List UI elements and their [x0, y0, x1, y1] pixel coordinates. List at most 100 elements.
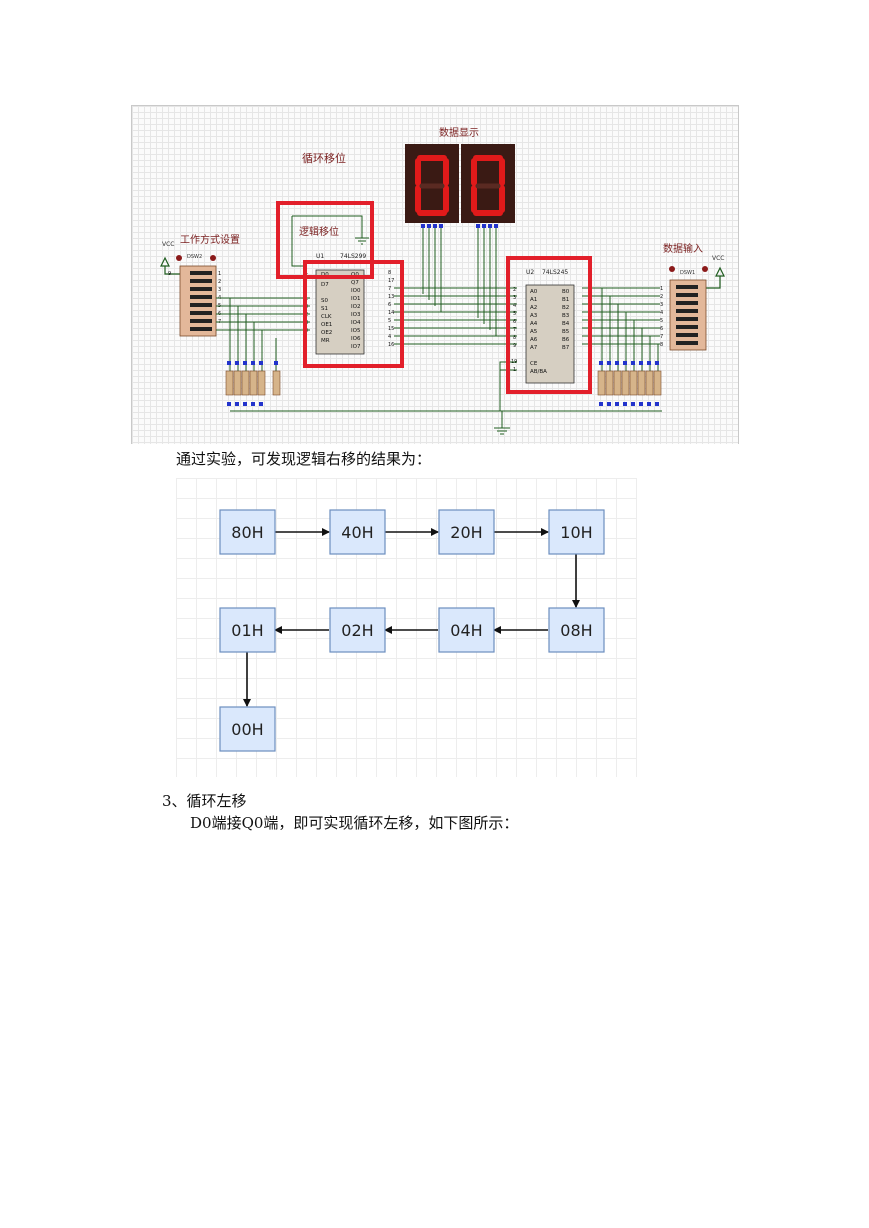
u1-pin-label: IO2: [351, 304, 360, 310]
u1-pin-label: IO4: [351, 320, 361, 326]
u2-pin-number: 9: [513, 343, 516, 349]
ground-icon-top: [292, 215, 369, 245]
flow-node: 01H: [219, 607, 276, 653]
mode-setting-label: 工作方式设置: [180, 233, 240, 246]
u1-pin-label: IO6: [351, 336, 361, 342]
flow-node: 40H: [329, 509, 386, 555]
resistor-bank-left: [225, 361, 281, 406]
dsw1-pin-number: 6: [660, 326, 663, 332]
u1-pin-number: 17: [388, 278, 394, 284]
dsw1-pin-number: 2: [660, 294, 663, 300]
dsw1-pin-number: 5: [660, 318, 663, 324]
circuit-schematic: 数据显示 循环移位 逻辑移位 工作方式设置 数据输入 VCC VCC: [131, 105, 739, 444]
u2-pin-label: A0: [530, 289, 538, 295]
flow-node-label: 08H: [560, 621, 592, 640]
u2-pin-number: 5: [513, 311, 516, 317]
u1-pin-number: 7: [388, 286, 391, 292]
circuit-wires: [216, 287, 662, 435]
u2-pin-number: 2: [513, 287, 516, 293]
seven-segment-display-2: [461, 144, 515, 223]
flow-node: 20H: [438, 509, 495, 555]
shift-result-diagram: 80H 40H 20H 10H 01H 02H 04H 08H: [176, 478, 637, 777]
u1-ref: U1: [316, 253, 324, 260]
chip-u2-74ls245: U2 74LS245 A0 A1 A2 A3 A4 A5 A6 A7 CE AB…: [525, 269, 575, 384]
flow-node: 80H: [219, 509, 276, 555]
u1-pin-number: 8: [388, 270, 391, 276]
u2-pin-label: A1: [530, 297, 537, 303]
vcc-left-label: VCC: [162, 241, 174, 248]
dsw2-label: DSW2: [187, 254, 202, 260]
vcc-right-icon: [702, 266, 725, 289]
u2-pin-label: B4: [562, 321, 570, 327]
dsw1-pin-number: 3: [660, 302, 663, 308]
u1-pin-label: IO0: [351, 288, 361, 294]
u1-pin-number: 14: [388, 310, 394, 316]
flow-node-label: 20H: [450, 523, 482, 542]
dsw1-pin-number: 4: [660, 310, 663, 316]
highlight-u2: [506, 256, 592, 394]
flow-node: 04H: [438, 607, 495, 653]
flow-node-label: 00H: [231, 720, 263, 739]
data-display-label: 数据显示: [439, 126, 479, 139]
flow-arrows: [243, 528, 580, 707]
u2-pin-label: A5: [530, 329, 538, 335]
u1-pin-number: 16: [388, 342, 394, 348]
intro-text: 通过实验，可发现逻辑右移的结果为：: [176, 450, 432, 468]
u2-pin-label: A2: [530, 305, 537, 311]
u2-pin-label: A3: [530, 313, 538, 319]
dsw2-pin-number: 9: [168, 271, 171, 277]
u2-pin-number: 8: [513, 335, 516, 341]
u2-pin-label: A4: [530, 321, 538, 327]
u2-pin-label: B3: [562, 313, 570, 319]
u2-pin-label: A6: [530, 337, 538, 343]
section-heading: 3、循环左移: [162, 792, 247, 810]
vcc-right-label: VCC: [712, 255, 724, 262]
u1-pin-number: 6: [388, 302, 391, 308]
flow-node-label: 02H: [341, 621, 373, 640]
u1-pin-number: 5: [388, 318, 391, 324]
u2-pin-label: B0: [562, 289, 570, 295]
flow-node: 02H: [329, 607, 386, 653]
u1-part: 74LS299: [340, 253, 366, 260]
dip-switch-dsw2: DSW2: [176, 254, 217, 337]
flow-node-label: 40H: [341, 523, 373, 542]
u2-pin-number: 3: [513, 295, 516, 301]
dip-switch-dsw1: DSW1: [669, 266, 708, 351]
display-wires: [422, 228, 497, 336]
dsw1-pin-number: 7: [660, 334, 663, 340]
flow-node-label: 04H: [450, 621, 482, 640]
u1-pin-label: IO7: [351, 344, 361, 350]
dsw2-pin-number: 3: [218, 287, 221, 293]
u1-pin-label: D7: [321, 282, 329, 288]
u2-pin-label: AB/BA: [530, 369, 547, 375]
circuit-svg: 数据显示 循环移位 逻辑移位 工作方式设置 数据输入 VCC VCC: [160, 126, 725, 435]
flow-svg: 80H 40H 20H 10H 01H 02H 04H 08H: [219, 509, 605, 752]
u2-pin-label: B6: [562, 337, 570, 343]
u1-pin-number: 15: [388, 326, 394, 332]
seven-segment-display-1: [405, 144, 459, 223]
u2-pin-label: CE: [530, 361, 538, 367]
chip-u1-74ls299: U1 74LS299 D0 D7 S0 S1 CLK OE1 OE2 MR Q0…: [315, 253, 366, 355]
dsw1-pin-number: 8: [660, 342, 663, 348]
u1-pin-label: OE2: [321, 330, 332, 336]
display-pins: [421, 224, 498, 228]
u2-ref: U2: [526, 269, 534, 276]
u2-pin-label: B5: [562, 329, 570, 335]
flow-node: 10H: [548, 509, 605, 555]
u2-pin-label: B7: [562, 345, 570, 351]
wire-d0: [291, 216, 307, 267]
u1-pin-label: IO1: [351, 296, 360, 302]
u1-pin-label: CLK: [321, 314, 332, 320]
logic-shift-label: 逻辑移位: [299, 225, 339, 238]
u1-pin-label: MR: [321, 338, 330, 344]
section-text: D0端接Q0端，即可实现循环左移，如下图所示：: [190, 814, 519, 832]
u1-pin-label: IO5: [351, 328, 361, 334]
u2-pin-number: 6: [513, 319, 516, 325]
flow-node-label: 01H: [231, 621, 263, 640]
highlight-boxes: [276, 201, 592, 394]
u1-pin-label: OE1: [321, 322, 332, 328]
u2-pin-label: B1: [562, 297, 569, 303]
u2-part: 74LS245: [542, 269, 568, 276]
dsw1-pin-number: 1: [660, 286, 663, 292]
u1-pin-label: Q7: [351, 280, 359, 286]
